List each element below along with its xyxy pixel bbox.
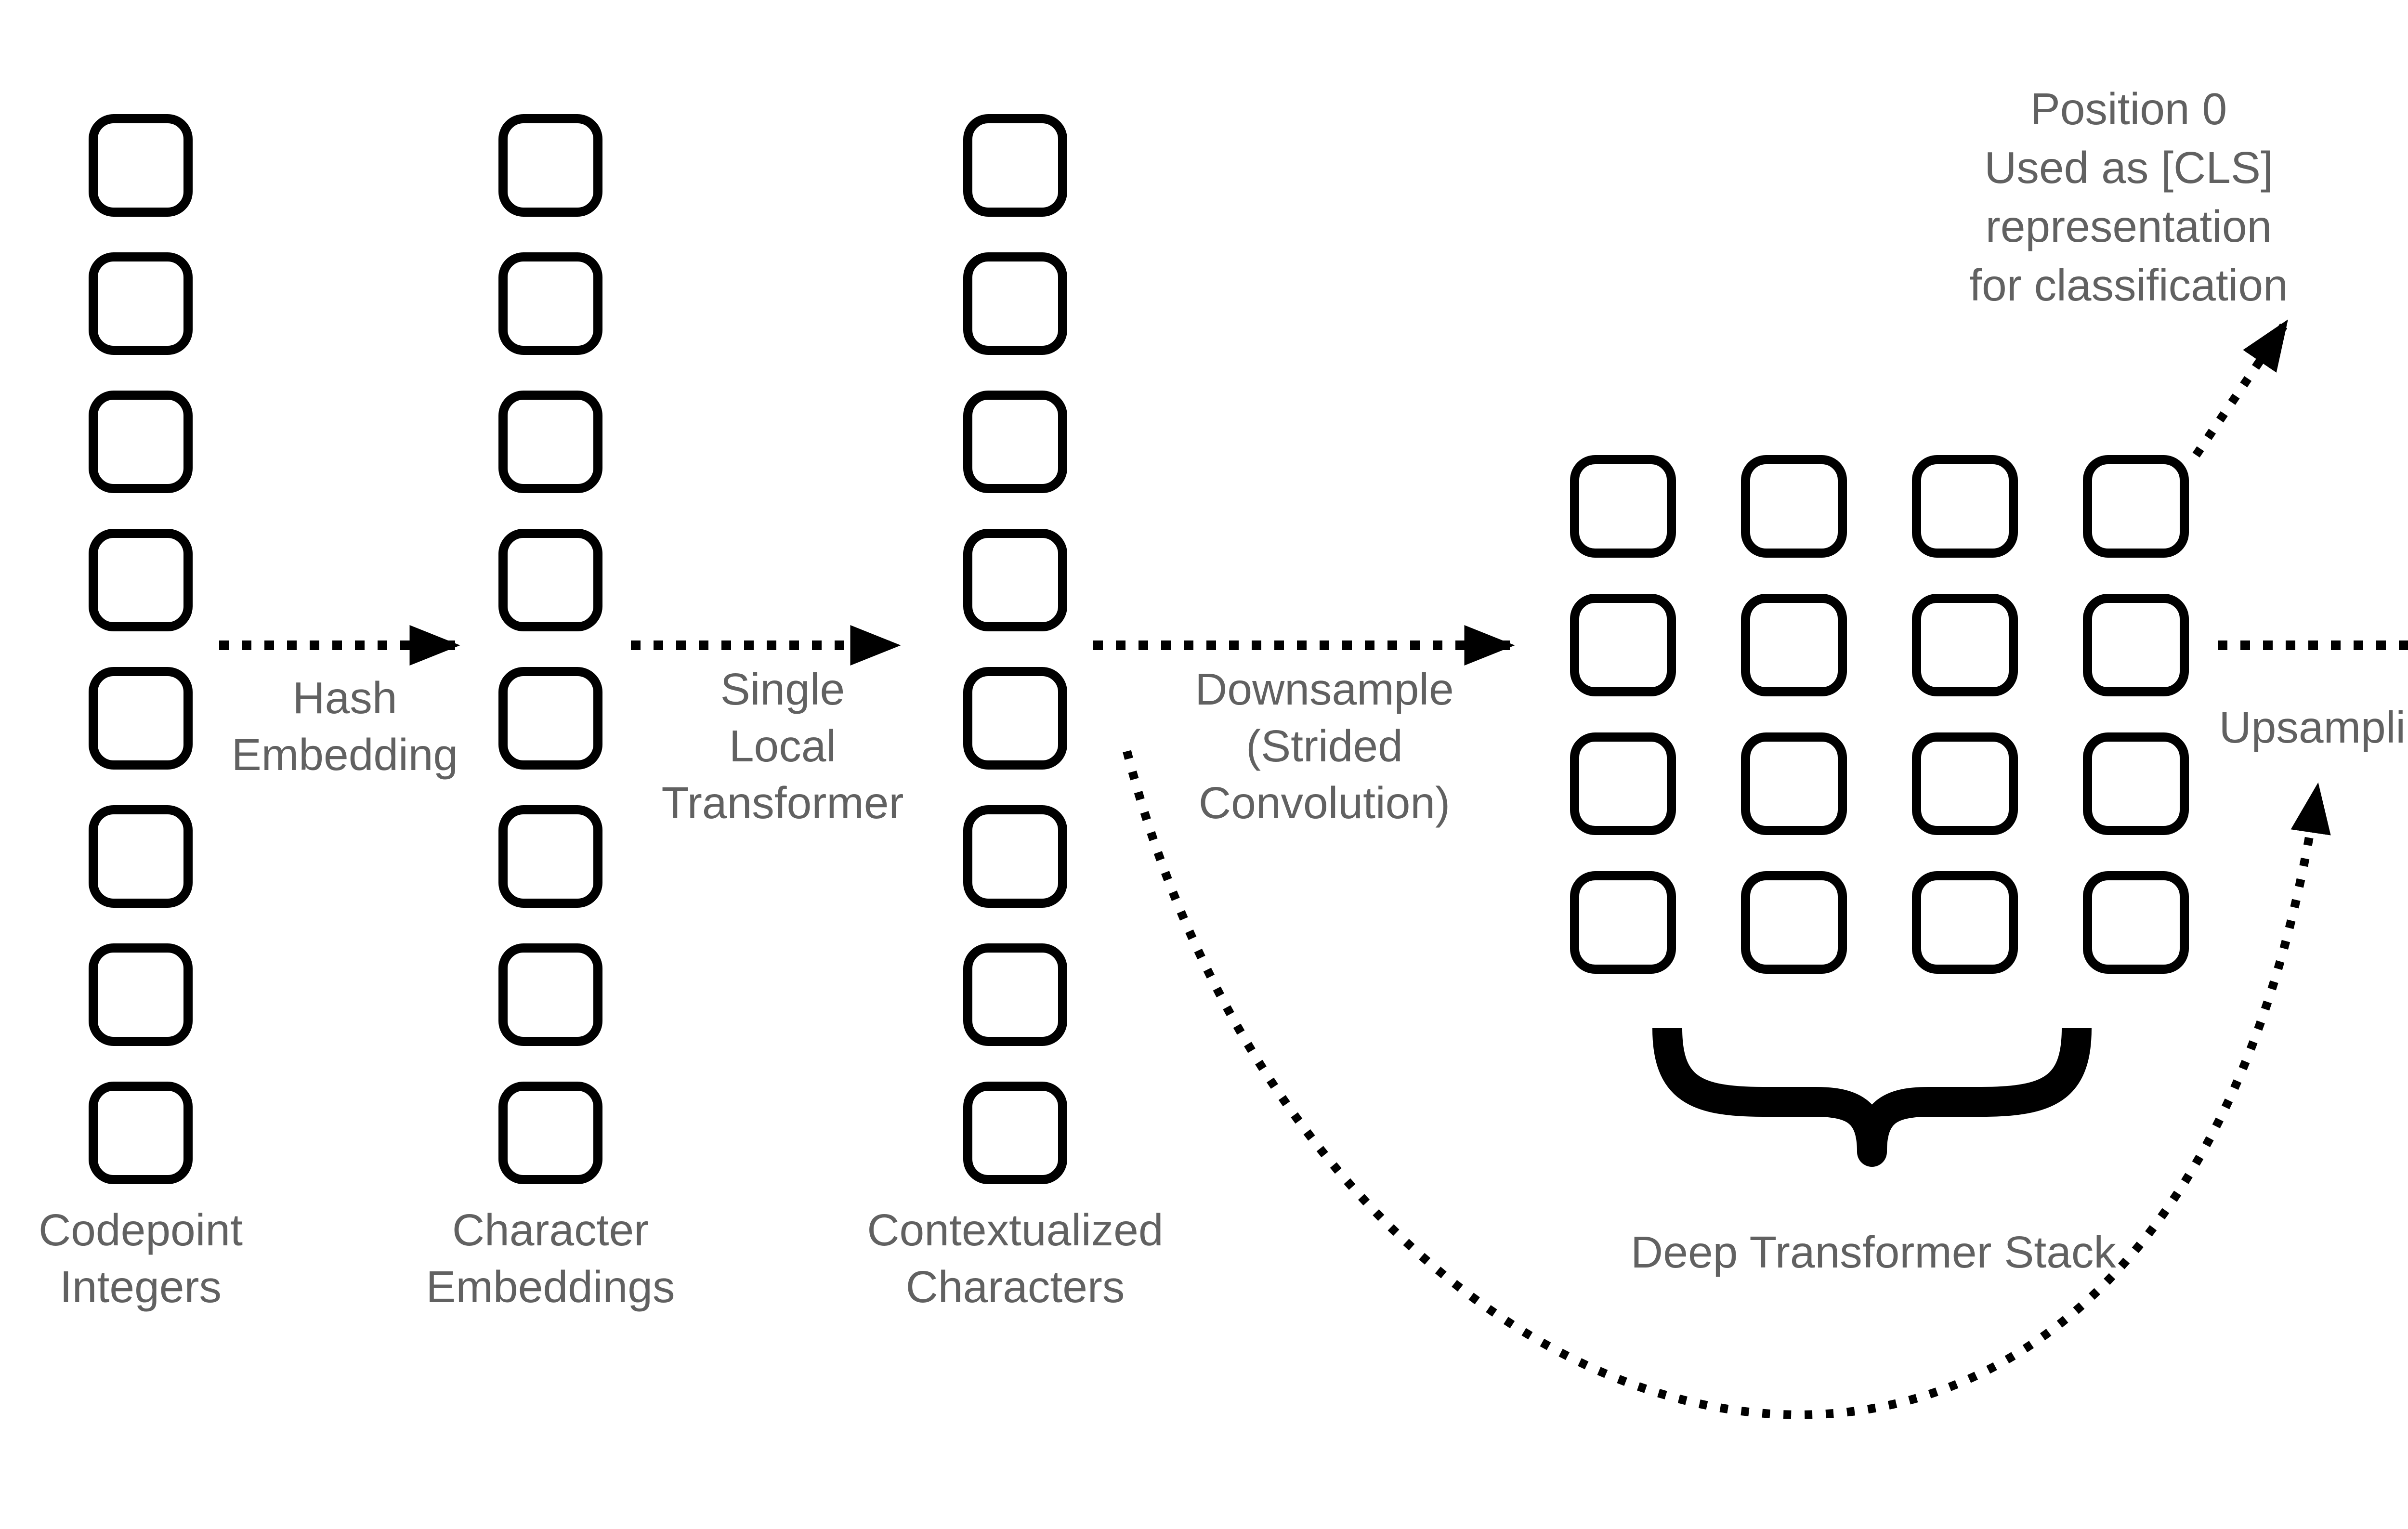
label-line: Embeddings	[426, 1262, 675, 1312]
label-line: Position 0	[2030, 84, 2227, 134]
label-line: Convolution)	[1198, 778, 1451, 828]
representation-box	[963, 805, 1067, 908]
representation-box	[963, 1082, 1067, 1184]
label-line: Embedding	[231, 730, 458, 780]
representation-box	[498, 667, 602, 770]
label-line: Characters	[905, 1262, 1125, 1312]
representation-box	[2083, 871, 2189, 974]
representation-box	[1570, 594, 1676, 696]
representation-box	[963, 943, 1067, 1046]
representation-box	[2083, 455, 2189, 558]
representation-box	[498, 529, 602, 631]
representation-box	[89, 805, 193, 908]
representation-box	[1741, 455, 1847, 558]
representation-box	[1912, 871, 2018, 974]
label-line: Used as [CLS]	[1984, 143, 2273, 193]
label-line: Integers	[59, 1262, 222, 1312]
representation-box	[89, 391, 193, 493]
representation-box	[498, 252, 602, 355]
representation-box	[89, 114, 193, 217]
representation-box	[1912, 594, 2018, 696]
label-line: representation	[1985, 201, 2272, 251]
representation-box	[1570, 455, 1676, 558]
representation-box	[498, 391, 602, 493]
representation-box	[1912, 732, 2018, 835]
representation-box	[89, 529, 193, 631]
representation-box	[89, 1082, 193, 1184]
representation-box	[1570, 732, 1676, 835]
representation-box	[2083, 594, 2189, 696]
label-line: Downsample	[1195, 664, 1454, 714]
label-line: Local	[729, 721, 837, 771]
underbrace-icon	[1652, 1028, 2092, 1167]
label-line: Codepoint	[39, 1205, 243, 1255]
representation-box	[89, 667, 193, 770]
representation-box	[963, 391, 1067, 493]
representation-box	[498, 1082, 602, 1184]
representation-box	[963, 252, 1067, 355]
representation-box	[89, 252, 193, 355]
label-line: Transformer	[661, 778, 904, 828]
representation-box	[963, 114, 1067, 217]
representation-box	[1741, 732, 1847, 835]
representation-box	[963, 667, 1067, 770]
representation-box	[2083, 732, 2189, 835]
label-line: Character	[452, 1205, 649, 1255]
cls-position0-arrow	[2192, 319, 2289, 458]
label-line: for classification	[1969, 260, 2288, 310]
representation-box	[1912, 455, 2018, 558]
column-character-embeddings	[498, 114, 602, 1220]
column-contextualized-characters	[963, 114, 1067, 1220]
label-line: Contextualized	[867, 1205, 1164, 1255]
deep-transformer-grid	[1570, 455, 2189, 974]
label-line: Single	[720, 664, 845, 714]
representation-box	[498, 114, 602, 217]
representation-box	[1741, 594, 1847, 696]
deep-transformer-stack-label: Deep Transformer Stack	[1631, 1227, 2116, 1277]
cls-annotation: Position 0 Used as [CLS] representation for…	[1969, 79, 2288, 314]
representation-box	[1741, 871, 1847, 974]
representation-box	[498, 805, 602, 908]
representation-box	[1570, 871, 1676, 974]
representation-box	[963, 529, 1067, 631]
column-codepoint-integers	[89, 114, 193, 1220]
representation-box	[89, 943, 193, 1046]
label-line: (Strided	[1246, 721, 1403, 771]
residual-skip-connection-arrow	[1123, 750, 2331, 1419]
representation-box	[498, 943, 602, 1046]
label-line: Hash	[292, 673, 397, 723]
upsampling-label: Upsampling	[2219, 702, 2408, 752]
